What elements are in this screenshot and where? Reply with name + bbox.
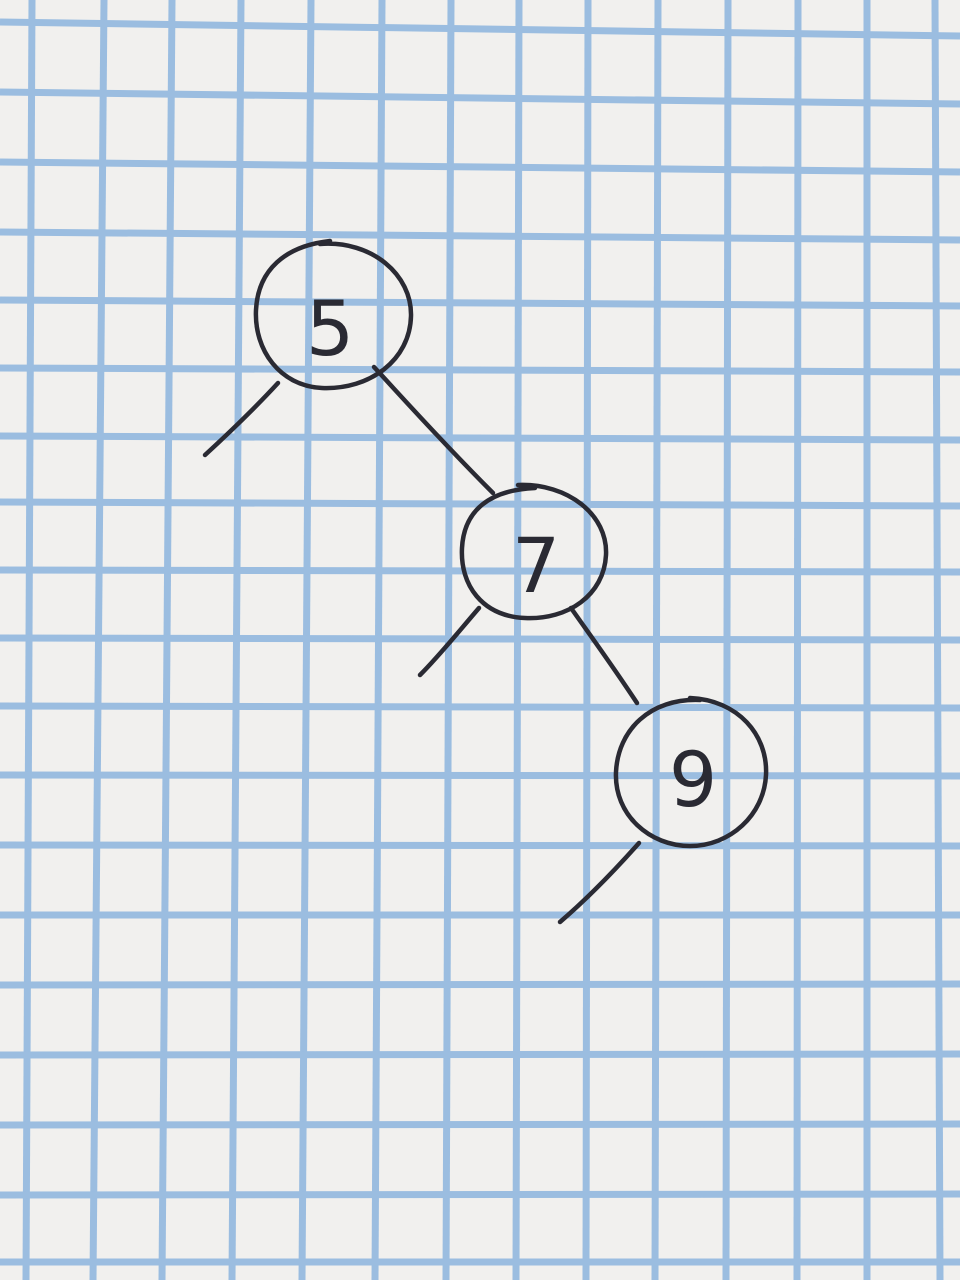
grid-line-horizontal bbox=[0, 1190, 960, 1199]
null-branch-7-left bbox=[417, 605, 482, 678]
tree-diagram bbox=[202, 238, 769, 925]
edge-5-to-7 bbox=[371, 364, 496, 496]
grid-line-horizontal bbox=[0, 634, 960, 644]
grid-line-horizontal bbox=[0, 432, 960, 444]
grid-line-horizontal bbox=[0, 88, 960, 108]
null-branch-5-left bbox=[202, 380, 281, 458]
grid-line-horizontal bbox=[0, 1050, 960, 1059]
grid-line-horizontal bbox=[0, 771, 960, 780]
grid-line-horizontal bbox=[0, 566, 960, 576]
grid-line-horizontal bbox=[0, 702, 960, 712]
node-label-7: 7 bbox=[512, 521, 560, 610]
grid-line-horizontal bbox=[0, 841, 960, 850]
grid-line-horizontal bbox=[0, 980, 960, 989]
node-circle-9 bbox=[613, 695, 769, 849]
grid-line-horizontal bbox=[0, 1120, 960, 1129]
null-branch-9-left bbox=[557, 840, 642, 925]
grid-line-horizontal bbox=[0, 228, 960, 244]
node-label-9: 9 bbox=[669, 735, 717, 824]
edge-7-to-9 bbox=[568, 605, 640, 706]
grid-line-horizontal bbox=[0, 296, 960, 310]
node-label-5: 5 bbox=[306, 284, 354, 373]
grid-line-horizontal bbox=[0, 18, 960, 40]
node-circle-5 bbox=[253, 238, 414, 391]
node-circle-7 bbox=[459, 482, 609, 621]
grid-line-horizontal bbox=[0, 364, 960, 376]
grid-line-horizontal bbox=[0, 158, 960, 176]
